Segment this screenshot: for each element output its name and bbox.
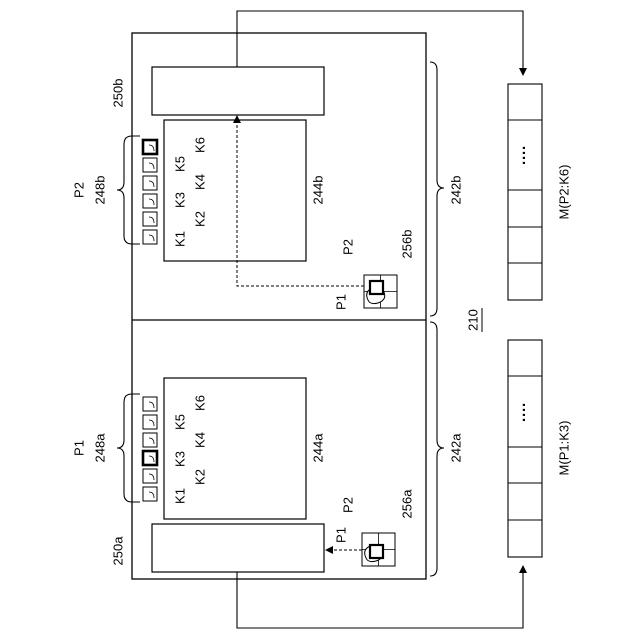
key-label-k6-bottom: K6 — [192, 395, 207, 411]
key-k5-bottom — [143, 415, 157, 429]
label-244a: 244a — [310, 433, 325, 463]
key-label-k3-top: K3 — [172, 192, 187, 208]
brace-242b — [430, 62, 444, 316]
key-label-k1-top: K1 — [172, 231, 187, 247]
key-label-k4-bottom: K4 — [192, 432, 207, 448]
key-label-k5-top: K5 — [172, 156, 187, 172]
label-250b: 250b — [110, 79, 125, 108]
label-248a: 248a — [92, 433, 107, 463]
memory-ellipsis-bottom: ···· — [516, 402, 533, 422]
key-k1-top — [143, 230, 157, 244]
key-k3-top — [143, 194, 157, 208]
key-column-248b — [143, 140, 157, 244]
key-k4-bottom — [143, 433, 157, 447]
label-248b: 248b — [92, 176, 107, 205]
key-k1-bottom — [143, 487, 157, 501]
touch-point-256b — [370, 281, 383, 294]
key-k5-top — [143, 158, 157, 172]
key-label-k1-bottom: K1 — [172, 488, 187, 504]
label-244b: 244b — [310, 176, 325, 205]
key-label-k2-top: K2 — [192, 211, 207, 227]
label-touch-p2-top: P2 — [340, 239, 355, 255]
key-k2-top — [143, 212, 157, 226]
arrow-to-memory-bottom — [237, 566, 523, 628]
memory-label-top: M(P2:K6) — [556, 165, 571, 220]
output-box-250b — [152, 67, 324, 115]
label-242b: 242b — [448, 176, 463, 205]
key-label-k2-bottom: K2 — [192, 469, 207, 485]
key-label-k3-bottom: K3 — [172, 451, 187, 467]
key-k6-top-selected — [143, 140, 157, 154]
key-k6-bottom — [143, 397, 157, 411]
label-242a: 242a — [448, 433, 463, 463]
key-label-k5-bottom: K5 — [172, 414, 187, 430]
label-touch-p2-bottom: P2 — [340, 497, 355, 513]
output-box-250a — [152, 524, 324, 572]
label-256b: 256b — [399, 230, 414, 259]
brace-248b — [117, 136, 140, 244]
label-player-bottom: P1 — [71, 440, 86, 456]
key-k3-bottom-selected — [143, 451, 157, 465]
brace-248a — [117, 394, 140, 502]
label-touch-p1-top: P1 — [333, 294, 348, 310]
key-column-248a — [143, 397, 157, 501]
touch-point-256a — [370, 545, 383, 558]
brace-242a — [430, 322, 444, 576]
label-250a: 250a — [110, 536, 125, 566]
label-player-top: P2 — [71, 182, 86, 198]
key-k2-bottom — [143, 469, 157, 483]
memory-label-bottom: M(P1:K3) — [556, 421, 571, 476]
key-label-k6-top: K6 — [192, 137, 207, 153]
label-256a: 256a — [399, 489, 414, 519]
memory-ellipsis-top: ···· — [516, 145, 533, 165]
label-210: 210 — [465, 309, 480, 331]
key-label-k4-top: K4 — [192, 174, 207, 190]
memory-stack-top — [508, 84, 542, 300]
memory-stack-bottom — [508, 340, 542, 557]
arrow-to-memory-top — [237, 11, 523, 75]
label-touch-p1-bottom: P1 — [333, 527, 348, 543]
key-k4-top — [143, 176, 157, 190]
